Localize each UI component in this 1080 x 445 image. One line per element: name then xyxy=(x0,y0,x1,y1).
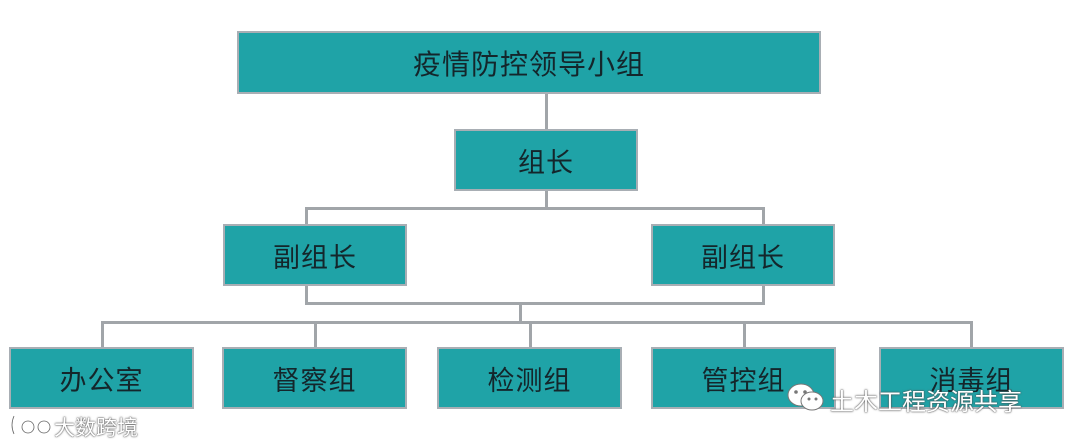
connector-group-2 xyxy=(314,321,317,349)
connector-group-4 xyxy=(743,321,746,349)
wechat-icon xyxy=(787,383,824,411)
connector-deputy-left xyxy=(305,207,308,225)
connector-group-1 xyxy=(101,321,104,349)
connector-deputy-right-down xyxy=(762,284,765,304)
connector-join-down xyxy=(519,302,522,323)
watermark-bottom-left: 大数跨境 xyxy=(54,416,138,440)
node-group-testing: 检测组 xyxy=(437,347,622,409)
connector-deputy-bar xyxy=(305,207,765,210)
connector-deputy-right xyxy=(762,207,765,225)
watermark-bottom-right: 土木工程资源共享 xyxy=(830,388,1022,416)
node-group-inspection: 督察组 xyxy=(222,347,407,409)
node-leader: 组长 xyxy=(454,129,638,191)
connector-group-3 xyxy=(529,321,532,349)
node-group-control: 管控组 xyxy=(651,347,836,409)
connector-groups-bar xyxy=(101,321,973,324)
connector-leader-down xyxy=(545,190,548,208)
watermark-logo-icon xyxy=(10,415,52,435)
node-group-disinfection: 消毒组 xyxy=(879,347,1064,409)
node-group-office: 办公室 xyxy=(9,347,194,409)
node-deputy-right: 副组长 xyxy=(651,224,835,286)
connector-top-to-leader xyxy=(545,93,548,131)
connector-group-5 xyxy=(970,321,973,349)
node-deputy-left: 副组长 xyxy=(223,224,407,286)
connector-deputy-join xyxy=(305,302,765,305)
node-leadership-group: 疫情防控领导小组 xyxy=(237,31,821,94)
connector-deputy-left-down xyxy=(305,284,308,304)
